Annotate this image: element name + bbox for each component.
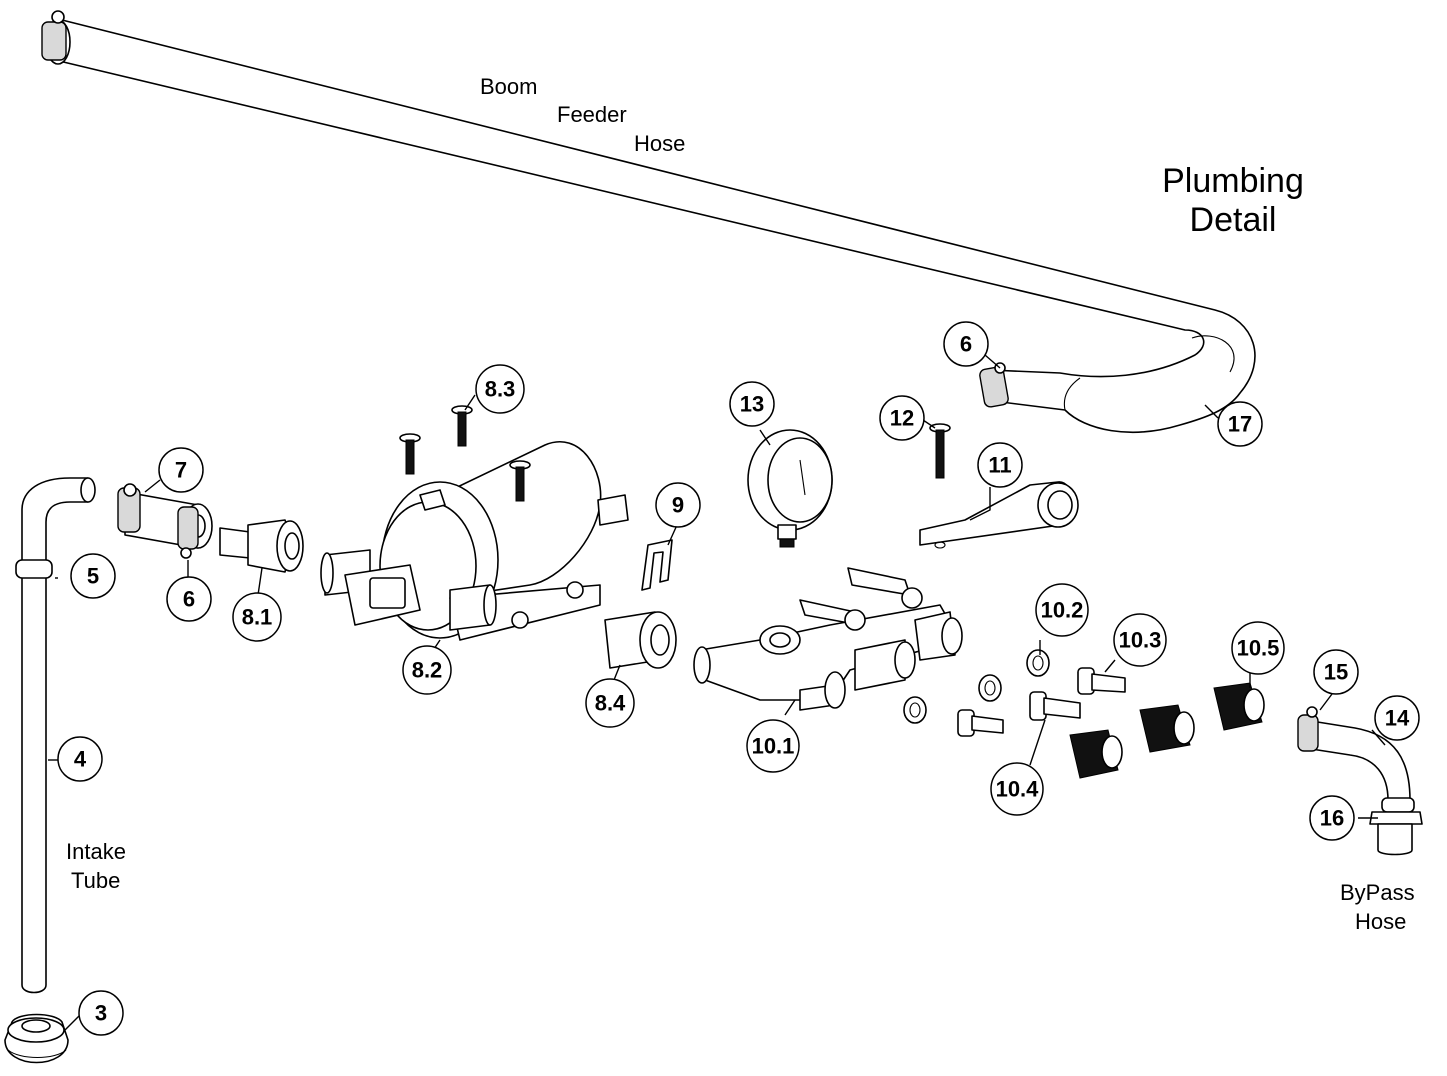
bypass-label-line-2: Hose [1355,909,1406,934]
hose-barb-8-1 [219,519,304,573]
callout-10-2: 10.2 [1035,583,1089,637]
callout-4: 4 [57,736,103,782]
svg-text:10.2: 10.2 [1041,598,1084,623]
bypass-label-line-1: ByPass [1340,880,1415,905]
svg-text:11: 11 [988,453,1011,478]
intake-label-line-1: Intake [66,839,126,864]
callout-6-upper: 6 [943,321,989,367]
callout-8-2: 8.2 [402,645,452,695]
callout-10-3: 10.3 [1113,613,1167,667]
svg-text:13: 13 [740,392,764,417]
svg-text:8.4: 8.4 [595,691,626,716]
adapter-8-4 [604,611,677,669]
bypass-hose-14 [1297,706,1423,856]
intake-grommet-5 [15,559,53,579]
svg-text:17: 17 [1228,412,1252,437]
callout-11: 11 [977,442,1023,488]
callout-14: 14 [1374,695,1420,741]
svg-text:14: 14 [1385,706,1410,731]
boom-feeder-hose [41,10,1256,434]
svg-text:3: 3 [95,1001,107,1026]
svg-text:10.5: 10.5 [1237,636,1280,661]
washer-10-2b [978,674,1002,702]
svg-text:15: 15 [1324,660,1348,685]
hose-barb-10-3 [1077,667,1126,695]
boom-label-line-3: Hose [634,131,685,156]
leader-lines [48,354,1386,1031]
boom-label-line-1: Boom [480,74,537,99]
intake-strainer [4,1013,69,1064]
title-line-1: Plumbing [1162,162,1304,200]
callout-10-1: 10.1 [746,719,800,773]
intake-tube [15,477,96,994]
screw-12 [929,423,951,479]
svg-text:10.1: 10.1 [752,734,795,759]
svg-text:5: 5 [87,564,99,589]
svg-text:10.4: 10.4 [996,777,1040,802]
svg-text:8.2: 8.2 [412,658,443,683]
svg-text:12: 12 [890,406,914,431]
hose-clamp-6-upper [979,362,1009,408]
intake-label-line-2: Tube [71,868,120,893]
callout-8-4: 8.4 [585,678,635,728]
cap-nut-10-5a [1069,729,1123,779]
title-line-2: Detail [1190,201,1277,239]
callout-10-4: 10.4 [990,762,1044,816]
callout-8-1: 8.1 [232,592,282,642]
hose-barb-10-4a [1029,691,1081,721]
cap-nut-10-5b [1139,704,1195,753]
callout-8-3: 8.3 [475,364,525,414]
svg-text:6: 6 [183,587,195,612]
callout-12: 12 [879,395,925,441]
screw-8-3-a [451,405,473,447]
callout-13: 13 [729,381,775,427]
pressure-gauge-13 [747,429,833,548]
svg-text:6: 6 [960,332,972,357]
bracket-11 [919,481,1079,549]
callout-3: 3 [78,990,124,1036]
svg-text:7: 7 [175,458,187,483]
svg-text:9: 9 [672,493,684,518]
hose-clamp-boom-end [41,10,67,61]
coupler-hose-7 [117,483,213,559]
washer-10-2c [903,696,927,724]
svg-text:8.3: 8.3 [485,377,516,402]
callout-9: 9 [655,482,701,528]
callout-10-5: 10.5 [1231,621,1285,675]
screw-8-3-c [509,460,531,502]
pump-8-2 [320,441,629,641]
hose-barb-10-4b [957,709,1004,737]
screw-8-3-b [399,433,421,475]
valve-manifold-10-1 [693,567,963,711]
callout-16: 16 [1309,795,1355,841]
callout-15: 15 [1313,649,1359,695]
svg-text:16: 16 [1320,806,1344,831]
callout-7: 7 [158,447,204,493]
svg-text:4: 4 [74,747,87,772]
boom-label-line-2: Feeder [557,102,627,127]
clip-9 [641,539,673,591]
washer-10-2 [1026,649,1050,677]
callout-6-lower: 6 [166,576,212,622]
svg-text:10.3: 10.3 [1119,628,1162,653]
callout-5: 5 [70,553,116,599]
callout-17: 17 [1217,401,1263,447]
svg-text:8.1: 8.1 [242,605,273,630]
cap-nut-10-5c [1213,682,1265,731]
